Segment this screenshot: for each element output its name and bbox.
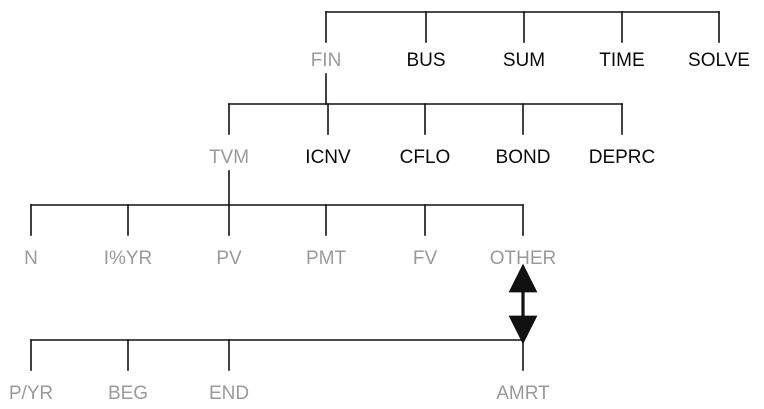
menu-key-p-yr[interactable]: P/YR [9,383,53,404]
other-menu-branch [30,339,524,371]
menu-key-i-percent-yr[interactable]: I%YR [104,248,153,269]
menu-key-time[interactable]: TIME [599,50,644,71]
menu-key-bond[interactable]: BOND [496,147,551,168]
menu-key-solve[interactable]: SOLVE [688,50,750,71]
menu-key-fv[interactable]: FV [413,248,438,269]
menu-key-tvm[interactable]: TVM [209,147,249,168]
tvm-menu-branch [30,204,524,236]
menu-key-other[interactable]: OTHER [490,248,557,269]
menu-key-pmt[interactable]: PMT [306,248,347,269]
menu-key-pv[interactable]: PV [216,248,242,269]
menu-key-end[interactable]: END [209,383,249,404]
menu-key-n[interactable]: N [24,248,38,269]
menu-key-fin[interactable]: FIN [311,50,342,71]
menu-key-amrt[interactable]: AMRT [496,383,550,404]
menu-key-icnv[interactable]: ICNV [305,147,351,168]
menu-key-sum[interactable]: SUM [503,50,545,71]
menu-key-deprc[interactable]: DEPRC [589,147,656,168]
menu-key-beg[interactable]: BEG [108,383,148,404]
menu-key-cflo[interactable]: CFLO [400,147,451,168]
fin-menu-branch [228,103,623,135]
menu-key-bus[interactable]: BUS [406,50,445,71]
main-menu-branch [325,11,720,43]
